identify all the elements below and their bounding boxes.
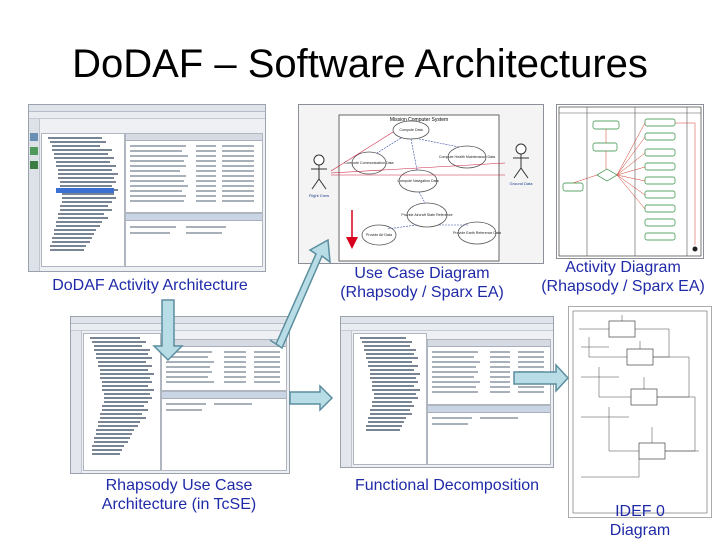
structure-tree xyxy=(353,333,427,465)
pane-header xyxy=(162,392,286,399)
use-case-earth-reference xyxy=(457,221,497,245)
caption-functional: Functional Decomposition xyxy=(354,477,540,494)
use-case-label-4: Provide Aircraft State Reference xyxy=(401,213,452,217)
grid-header xyxy=(428,340,550,347)
caption-idef-line1: IDEF 0 xyxy=(615,503,665,520)
dodaf-activity-screenshot xyxy=(28,104,266,272)
grid-rows xyxy=(432,351,544,393)
use-case-communication xyxy=(351,151,387,175)
toolbar xyxy=(71,324,289,331)
structure-tree xyxy=(83,333,161,471)
caption-rhapsody-line1: Rhapsody Use Case xyxy=(105,477,253,494)
arrow-diagonal xyxy=(269,238,331,350)
properties-grid xyxy=(125,133,263,213)
vertical-toolbar xyxy=(29,119,40,271)
menu-bar xyxy=(29,105,265,112)
detail-pane xyxy=(161,391,287,471)
arrow-right-2 xyxy=(513,363,570,393)
menu-bar xyxy=(341,317,553,324)
caption-activity-line1: Activity Diagram xyxy=(565,259,681,276)
use-case-label-0: Compute Data xyxy=(399,128,422,132)
rhapsody-use-case-screenshot xyxy=(70,316,290,474)
idef0-drawing xyxy=(572,310,708,514)
caption-idef-line2: Diagram xyxy=(609,522,671,539)
actor-label-ground-data: Ground Data xyxy=(510,181,534,186)
properties-grid xyxy=(161,339,287,391)
use-case-aircraft-state xyxy=(406,202,448,228)
actor-ground-data xyxy=(513,143,529,179)
caption-use-case-line2: (Rhapsody / Sparx EA) xyxy=(340,284,504,301)
caption-use-case-line1: Use Case Diagram xyxy=(354,265,490,282)
activity-diagram xyxy=(556,104,704,259)
structure-tree xyxy=(41,133,125,267)
pane-header xyxy=(126,214,262,221)
vertical-toolbar xyxy=(71,331,82,473)
idef0-diagram xyxy=(568,306,712,518)
caption-rhapsody-line2: Architecture (in TcSE) xyxy=(101,496,257,513)
vertical-toolbar xyxy=(341,331,352,467)
functional-decomposition-screenshot xyxy=(340,316,554,468)
tree-rows xyxy=(48,137,118,251)
grid-rows xyxy=(166,351,280,383)
caption-use-case: Use Case Diagram (Rhapsody / Sparx EA) xyxy=(318,264,526,302)
use-case-navigation xyxy=(398,169,438,193)
actor-flight-crew xyxy=(311,154,327,190)
toolbar xyxy=(29,112,265,119)
activity-drawing xyxy=(558,106,702,257)
caption-dodaf-activity: DoDAF Activity Architecture xyxy=(52,277,248,294)
pane-rows xyxy=(130,226,226,234)
caption-idef: IDEF 0 Diagram xyxy=(580,502,700,540)
use-case-label-3: Compute Navigation Data xyxy=(397,179,438,183)
pane-rows xyxy=(432,417,518,425)
tree-rows xyxy=(90,337,154,455)
use-case-label-1: Compute Communication Data xyxy=(344,161,393,165)
use-case-air-data xyxy=(361,224,397,246)
use-case-label-6: Provide Earth Reference Data xyxy=(453,231,501,235)
use-case-drawing: Mission Computer System Compute Data Com… xyxy=(309,114,534,262)
detail-pane xyxy=(125,213,263,267)
actor-label-flight-crew: Flight Crew xyxy=(309,193,329,198)
caption-rhapsody: Rhapsody Use Case Architecture (in TcSE) xyxy=(70,476,288,514)
tree-rows xyxy=(360,337,420,431)
slide-title: DoDAF – Software Architectures xyxy=(72,42,648,86)
grid-header xyxy=(162,340,286,347)
system-label: Mission Computer System xyxy=(390,117,448,123)
grid-header xyxy=(126,134,262,141)
pane-rows xyxy=(166,403,252,411)
grid-rows xyxy=(130,145,254,202)
arrow-down xyxy=(152,299,184,362)
toolbar xyxy=(341,324,553,331)
use-case-health xyxy=(447,145,487,169)
menu-bar xyxy=(71,317,289,324)
caption-activity-line2: (Rhapsody / Sparx EA) xyxy=(541,278,705,295)
pane-header xyxy=(428,406,550,413)
use-case-diagram: Mission Computer System Compute Data Com… xyxy=(298,104,544,264)
arrow-right-1 xyxy=(289,384,334,412)
use-case-label-5: Provide Air Data xyxy=(366,233,392,237)
caption-activity: Activity Diagram (Rhapsody / Sparx EA) xyxy=(528,258,718,296)
detail-pane xyxy=(427,405,551,465)
use-case-label-2: Compute Health Maintenance Data xyxy=(439,155,495,159)
